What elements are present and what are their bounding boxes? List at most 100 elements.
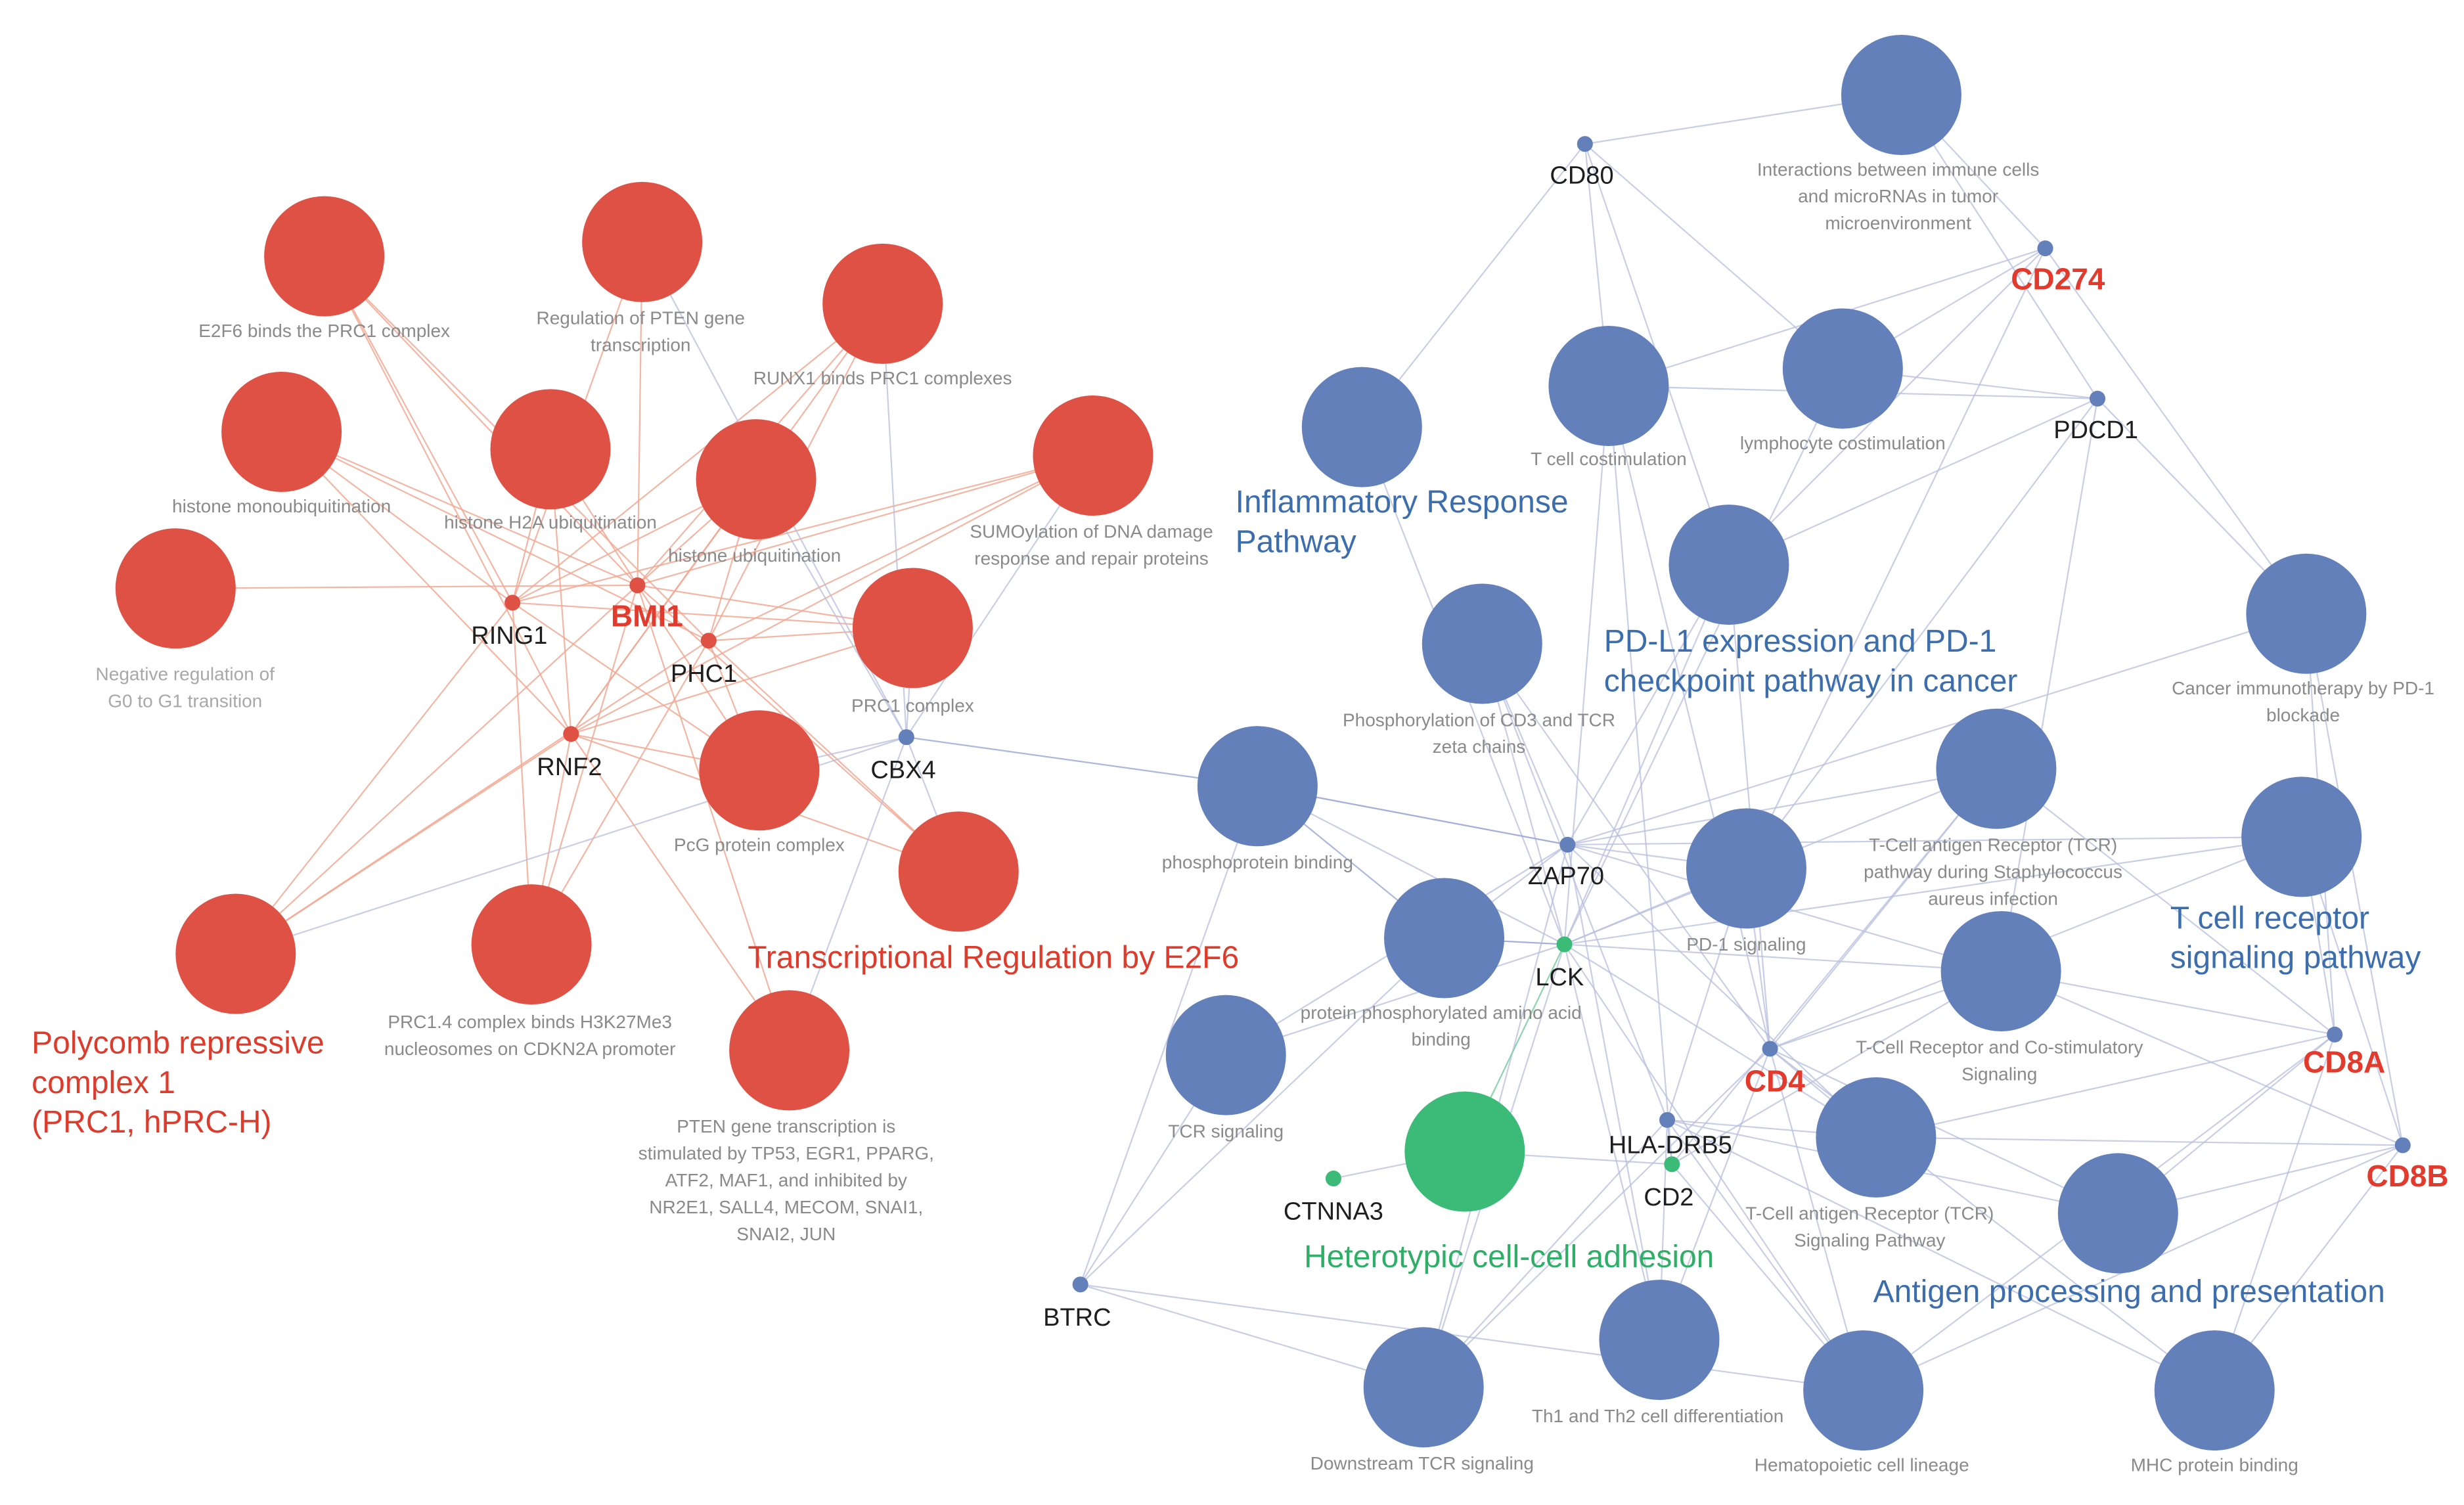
network-edge bbox=[1567, 836, 2302, 845]
term-label: blockade bbox=[2266, 705, 2340, 725]
term-node-tcrpath bbox=[2241, 776, 2362, 897]
network-edge bbox=[1079, 786, 1259, 1285]
term-node-th1th2 bbox=[1599, 1280, 1720, 1401]
term-label: G0 to G1 transition bbox=[108, 690, 262, 711]
term-label: PRC1.4 complex binds H3K27Me3 bbox=[388, 1012, 672, 1032]
gene-label: PHC1 bbox=[671, 660, 737, 688]
network-edge bbox=[570, 455, 1094, 735]
term-label: histone monoubiquitination bbox=[172, 496, 391, 516]
term-label: lymphocyte costimulation bbox=[1740, 433, 1946, 453]
term-node-tcr-sigpath bbox=[1816, 1077, 1937, 1198]
cluster-label: signaling pathway bbox=[2170, 941, 2421, 976]
network-edge bbox=[323, 256, 514, 603]
term-node-prc14 bbox=[471, 884, 592, 1005]
gene-node-btrc bbox=[1072, 1276, 1088, 1293]
network-edge bbox=[280, 431, 572, 735]
term-label: response and repair proteins bbox=[974, 549, 1208, 569]
network-edge bbox=[1567, 768, 1997, 845]
gene-node-ring1 bbox=[504, 595, 521, 611]
network-edge bbox=[1728, 397, 2098, 566]
term-label: ATF2, MAF1, and inhibited by bbox=[665, 1170, 907, 1190]
term-node-neg-g0 bbox=[115, 528, 236, 649]
network-edge bbox=[2214, 1034, 2336, 1391]
gene-label: CD8A bbox=[2303, 1045, 2385, 1079]
term-label: nucleosomes on CDKN2A promoter bbox=[384, 1039, 676, 1059]
gene-node-cd274 bbox=[2037, 240, 2053, 257]
network-edge bbox=[1728, 564, 1771, 1049]
term-label: NR2E1, SALL4, MECOM, SNAI1, bbox=[649, 1197, 923, 1217]
term-label: Signaling bbox=[1961, 1064, 2037, 1085]
gene-label: BTRC bbox=[1043, 1304, 1111, 1332]
gene-node-rnf2 bbox=[563, 726, 579, 742]
network-edge bbox=[1567, 613, 2307, 845]
term-label: RUNX1 binds PRC1 complexes bbox=[753, 368, 1012, 388]
gene-label: CD8B bbox=[2366, 1159, 2448, 1193]
network-edge bbox=[512, 455, 1094, 604]
network-edge bbox=[637, 585, 790, 1051]
term-node-pdl1 bbox=[1669, 505, 1789, 625]
network-edge bbox=[1481, 643, 1771, 1050]
term-label: aureus infection bbox=[1928, 888, 2058, 909]
network-edge bbox=[1671, 970, 2002, 1165]
gene-node-ctnna3 bbox=[1325, 1170, 1341, 1186]
network-edge bbox=[1423, 1048, 1771, 1388]
term-label: T-Cell Receptor and Co-stimulatory bbox=[1856, 1037, 2143, 1058]
term-node-pten-tp53 bbox=[729, 990, 850, 1111]
term-label: transcription bbox=[591, 335, 691, 355]
network-edge bbox=[235, 585, 638, 955]
gene-node-cd80 bbox=[1577, 136, 1593, 152]
term-label: PRC1 complex bbox=[851, 696, 974, 716]
cluster-label: Heterotypic cell-cell adhesion bbox=[1304, 1240, 1714, 1274]
term-label: T-Cell antigen Receptor (TCR) bbox=[1869, 835, 2117, 855]
network-edge bbox=[1564, 943, 2002, 972]
term-label: microenvironment bbox=[1825, 213, 1971, 233]
network-edge bbox=[2000, 398, 2099, 972]
gene-label: LCK bbox=[1535, 964, 1584, 991]
term-label: Regulation of PTEN gene bbox=[536, 308, 745, 328]
gene-node-cd2 bbox=[1664, 1156, 1680, 1173]
network-edge bbox=[1671, 768, 1997, 1165]
network-edge bbox=[1667, 1119, 2215, 1391]
network-edge bbox=[1563, 368, 1844, 945]
term-node-tcr-staph bbox=[1936, 708, 2057, 829]
term-node-pd1sig bbox=[1686, 808, 1806, 929]
network-edge bbox=[1563, 386, 1610, 945]
term-label: PD-1 signaling bbox=[1686, 934, 1806, 955]
network-edge bbox=[1563, 564, 1730, 945]
term-node-sumo bbox=[1033, 395, 1154, 516]
term-label: and microRNAs in tumor bbox=[1798, 186, 1998, 206]
network-edge bbox=[1875, 1033, 2335, 1138]
network-edge bbox=[1607, 386, 1771, 1049]
gene-node-zap70 bbox=[1559, 836, 1576, 853]
cluster-label: (PRC1, hPRC-H) bbox=[32, 1105, 271, 1140]
network-edge bbox=[2000, 970, 2404, 1146]
term-label: Phosphorylation of CD3 and TCR bbox=[1343, 709, 1615, 730]
network-edge bbox=[1563, 943, 1864, 1391]
gene-label: CD80 bbox=[1550, 162, 1613, 189]
network-edge bbox=[235, 733, 571, 955]
network-edge bbox=[512, 303, 884, 604]
term-node-histubi bbox=[696, 419, 817, 540]
network-edge bbox=[708, 455, 1094, 642]
gene-label: PDCD1 bbox=[2053, 416, 2138, 444]
term-label: T cell costimulation bbox=[1531, 449, 1687, 469]
network-edge bbox=[1745, 398, 2098, 869]
network-edge bbox=[1900, 94, 2098, 399]
cluster-label: Antigen processing and presentation bbox=[1873, 1274, 2385, 1309]
network-edge bbox=[281, 431, 638, 586]
term-label: histone H2A ubiquitination bbox=[444, 512, 657, 532]
network-edge bbox=[1423, 1119, 1668, 1388]
cluster-label: complex 1 bbox=[32, 1066, 175, 1100]
term-node-downtcr bbox=[1363, 1327, 1484, 1448]
term-node-inflam bbox=[1301, 367, 1422, 487]
term-node-hemat bbox=[1803, 1330, 1924, 1451]
network-edge bbox=[1745, 248, 2046, 869]
term-node-tcostim bbox=[1548, 326, 1669, 447]
term-node-histmono bbox=[221, 371, 342, 492]
network-edge bbox=[531, 585, 638, 945]
gene-label: CD4 bbox=[1745, 1064, 1805, 1098]
term-label: Cancer immunotherapy by PD-1 bbox=[2172, 678, 2434, 698]
term-label: MHC protein binding bbox=[2131, 1454, 2298, 1475]
network-edge bbox=[1080, 1284, 1864, 1391]
